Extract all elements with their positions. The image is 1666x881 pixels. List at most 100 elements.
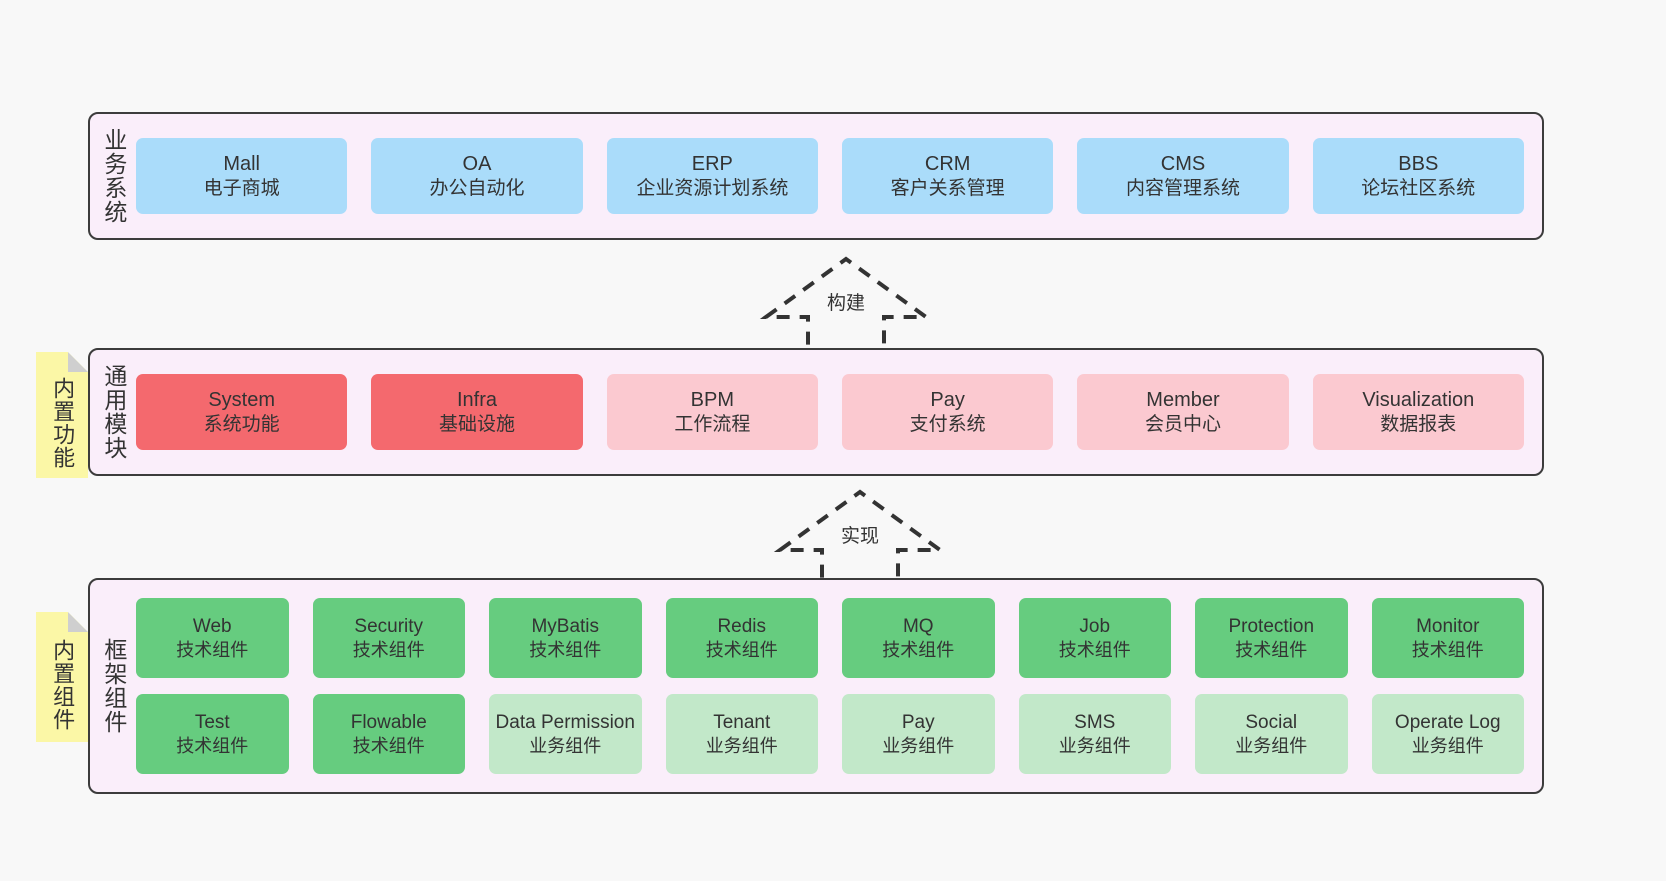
node-title-cn: 企业资源计划系统 [636,177,789,199]
node-bpm[interactable]: BPM 工作流程 [606,374,818,450]
node-title-cn: 业务组件 [705,735,778,756]
node-operate-log[interactable]: Operate Log 业务组件 [1371,694,1524,774]
node-title-en: BPM [690,388,734,411]
node-member[interactable]: Member 会员中心 [1077,374,1289,450]
node-title-cn: 技术组件 [529,639,602,660]
node-title-cn: 内容管理系统 [1125,177,1240,199]
node-title-en: Infra [456,388,497,411]
node-row: System 系统功能 Infra 基础设施 BPM 工作流程 Pay 支付系统… [136,374,1524,450]
tag-builtin-features: 内置功能 [36,352,88,478]
node-pay-module[interactable]: Pay 支付系统 [841,374,1054,450]
node-title-cn: 系统功能 [203,413,280,435]
node-web[interactable]: Web 技术组件 [136,598,289,678]
node-title-en: BBS [1398,152,1439,175]
layer-framework-components: 框架组件 Web 技术组件 Security 技术组件 MyBatis 技术组件… [88,578,1544,794]
tag-builtin-components: 内置组件 [36,612,88,742]
node-title-en: MQ [902,615,934,637]
node-title-en: Pay [901,711,935,733]
node-title-en: Operate Log [1394,711,1501,733]
node-visualization[interactable]: Visualization 数据报表 [1312,374,1524,450]
node-title-cn: 工作流程 [674,413,751,435]
node-mall[interactable]: Mall 电子商城 [136,138,348,214]
layer-caption-common-modules: 通用模块 [100,364,127,460]
node-title-cn: 技术组件 [1411,639,1484,660]
connector-build: 构建 [746,255,946,359]
connector-build-label: 构建 [826,293,865,314]
node-title-cn: 技术组件 [352,735,425,756]
node-test[interactable]: Test 技术组件 [136,694,289,774]
node-crm[interactable]: CRM 客户关系管理 [841,138,1054,214]
node-row: Mall 电子商城 OA 办公自动化 ERP 企业资源计划系统 CRM 客户关系… [136,138,1524,214]
connector-implement: 实现 [760,488,960,592]
node-protection[interactable]: Protection 技术组件 [1195,598,1348,678]
node-title-cn: 业务组件 [1235,735,1308,756]
connector-implement-label: 实现 [840,526,879,547]
node-title-cn: 业务组件 [529,735,602,756]
node-title-en: Protection [1228,615,1315,637]
node-job[interactable]: Job 技术组件 [1018,598,1171,678]
node-title-en: SMS [1074,711,1116,733]
layer-body-common-modules: System 系统功能 Infra 基础设施 BPM 工作流程 Pay 支付系统… [136,350,1542,474]
node-title-en: Data Permission [495,711,635,733]
node-title-cn: 技术组件 [176,639,249,660]
node-title-en: Pay [930,388,965,411]
layer-body-business-system: Mall 电子商城 OA 办公自动化 ERP 企业资源计划系统 CRM 客户关系… [136,114,1542,238]
node-title-cn: 技术组件 [176,735,249,756]
node-row: Web 技术组件 Security 技术组件 MyBatis 技术组件 Redi… [136,598,1524,678]
node-row: Test 技术组件 Flowable 技术组件 Data Permission … [136,694,1524,774]
node-sms[interactable]: SMS 业务组件 [1018,694,1171,774]
node-title-cn: 会员中心 [1144,413,1221,435]
node-title-cn: 业务组件 [1058,735,1131,756]
node-title-cn: 技术组件 [705,639,778,660]
node-title-en: Visualization [1362,388,1475,411]
node-title-en: Tenant [713,711,771,733]
node-title-en: Member [1146,388,1220,411]
node-system[interactable]: System 系统功能 [136,374,348,450]
node-infra[interactable]: Infra 基础设施 [371,374,583,450]
node-data-permission[interactable]: Data Permission 业务组件 [489,694,642,774]
layer-caption-business-system: 业务系统 [100,128,127,224]
layer-common-modules: 通用模块 System 系统功能 Infra 基础设施 BPM 工作流程 Pay… [88,348,1544,476]
node-title-cn: 支付系统 [909,413,986,435]
node-title-en: OA [462,152,492,175]
node-title-en: ERP [691,152,733,175]
node-title-cn: 技术组件 [1235,639,1308,660]
node-title-en: CRM [924,152,971,175]
node-title-en: Mall [223,152,260,175]
node-title-en: System [208,388,275,411]
node-erp[interactable]: ERP 企业资源计划系统 [606,138,818,214]
layer-caption-framework-components: 框架组件 [100,638,127,734]
node-redis[interactable]: Redis 技术组件 [665,598,818,678]
node-security[interactable]: Security 技术组件 [312,598,465,678]
node-title-en: Job [1079,615,1111,637]
node-bbs[interactable]: BBS 论坛社区系统 [1312,138,1524,214]
node-title-cn: 基础设施 [438,413,515,435]
node-social[interactable]: Social 业务组件 [1195,694,1348,774]
node-title-cn: 电子商城 [203,177,280,199]
dashed-hollow-arrow-icon [759,256,933,359]
node-title-en: MyBatis [531,615,600,637]
layer-business-system: 业务系统 Mall 电子商城 OA 办公自动化 ERP 企业资源计划系统 CRM… [88,112,1544,240]
node-flowable[interactable]: Flowable 技术组件 [312,694,465,774]
dashed-hollow-arrow-icon [773,489,947,592]
node-oa[interactable]: OA 办公自动化 [371,138,583,214]
node-mq[interactable]: MQ 技术组件 [842,598,995,678]
node-title-en: Flowable [350,711,427,733]
node-monitor[interactable]: Monitor 技术组件 [1371,598,1524,678]
node-title-cn: 客户关系管理 [890,177,1005,199]
node-title-en: Test [194,711,230,733]
node-tenant[interactable]: Tenant 业务组件 [665,694,818,774]
node-title-cn: 办公自动化 [429,177,525,199]
layer-body-framework-components: Web 技术组件 Security 技术组件 MyBatis 技术组件 Redi… [136,580,1542,792]
node-title-en: Redis [717,615,767,637]
node-title-cn: 数据报表 [1380,413,1457,435]
node-pay-component[interactable]: Pay 业务组件 [842,694,995,774]
node-cms[interactable]: CMS 内容管理系统 [1077,138,1289,214]
node-title-en: Social [1245,711,1298,733]
node-title-cn: 业务组件 [882,735,955,756]
node-mybatis[interactable]: MyBatis 技术组件 [489,598,642,678]
node-title-en: Web [192,615,232,637]
node-title-en: Security [354,615,424,637]
node-title-cn: 论坛社区系统 [1361,177,1476,199]
